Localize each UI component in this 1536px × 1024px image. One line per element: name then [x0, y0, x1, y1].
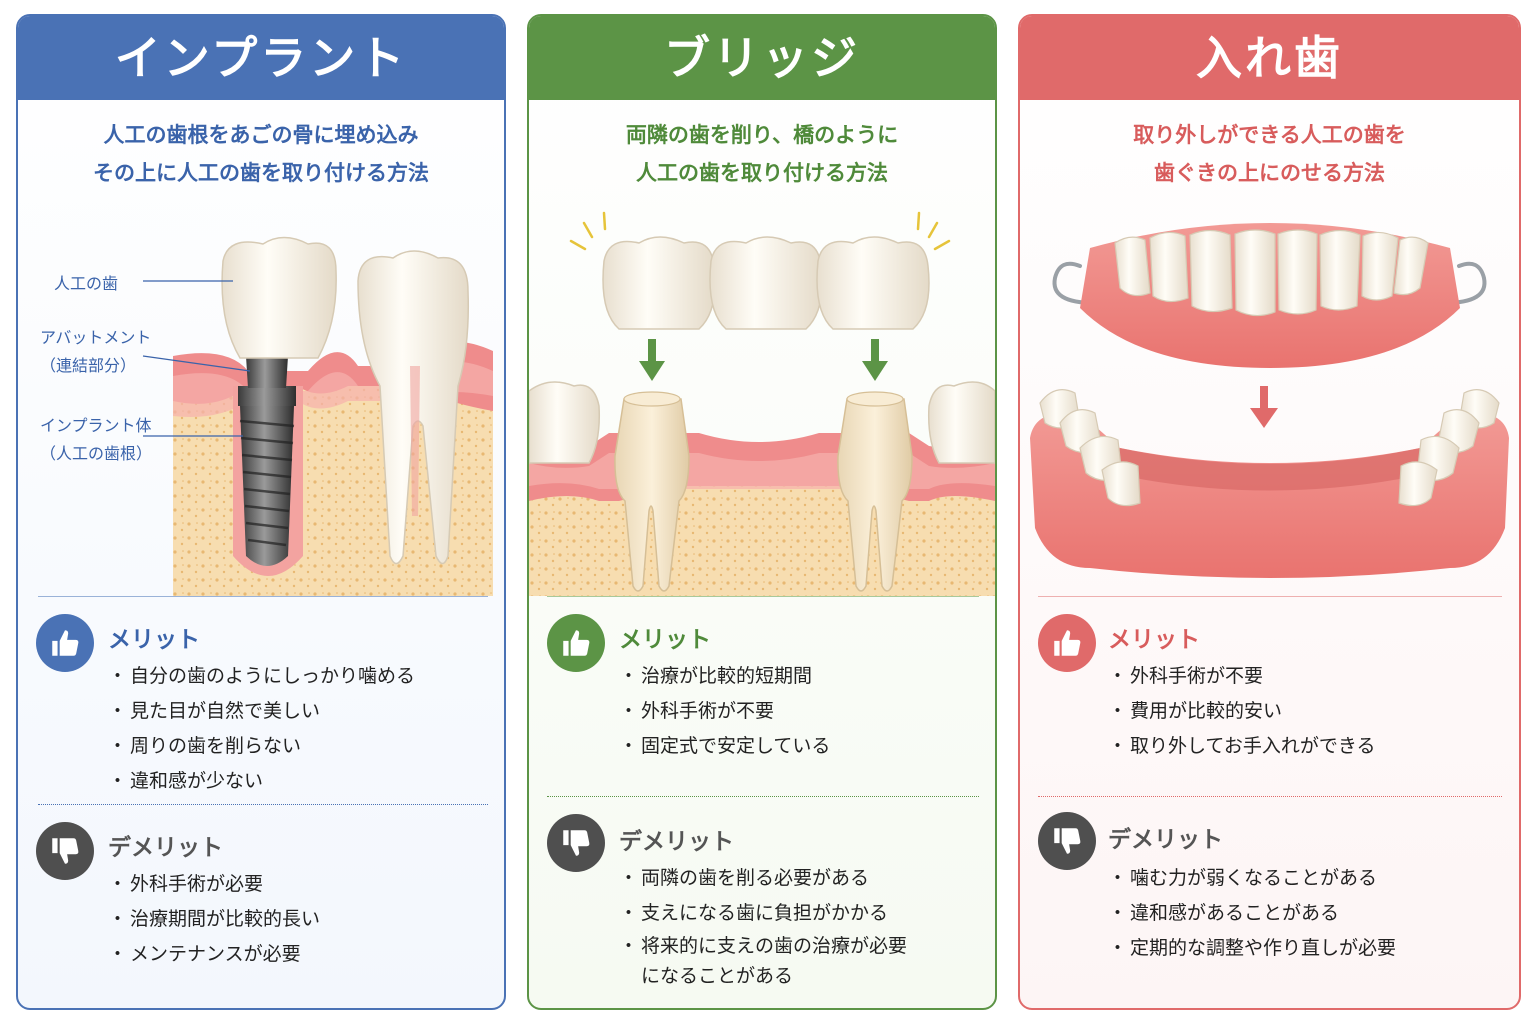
list-item: 治療期間が比較的長い	[108, 902, 320, 937]
implant-merit-title: メリット	[108, 627, 200, 653]
bridge-demerit-list: 両隣の歯を削る必要がある 支えになる歯に負担がかかる 将来的に支えの歯の治療が必…	[619, 861, 919, 991]
bridge-title: ブリッジ	[529, 16, 995, 100]
label-abutment-sub: （連結部分）	[40, 356, 137, 375]
list-item: 固定式で安定している	[619, 729, 830, 764]
list-item: 将来的に支えの歯の治療が必要になることがある	[619, 931, 919, 991]
bridge-dotted-separator	[547, 796, 979, 797]
list-item: 外科手術が必要	[108, 867, 320, 902]
bridge-description-line-1: 両隣の歯を削り、橋のように	[625, 123, 899, 147]
implant-demerit-list: 外科手術が必要 治療期間が比較的長い メンテナンスが必要	[108, 867, 320, 972]
implant-description-line-1: 人工の歯根をあごの骨に埋め込み	[103, 123, 419, 147]
implant-illustration	[142, 236, 493, 596]
list-item: 両隣の歯を削る必要がある	[619, 861, 919, 896]
denture-illustration	[1030, 223, 1509, 578]
thumbs-up-icon	[1038, 614, 1096, 672]
list-item: 外科手術が不要	[619, 694, 830, 729]
implant-description: 人工の歯根をあごの骨に埋め込み その上に人工の歯を取り付ける方法	[18, 116, 504, 192]
list-item: メンテナンスが必要	[108, 937, 320, 972]
list-item: 外科手術が不要	[1108, 659, 1375, 694]
implant-title: インプラント	[18, 16, 504, 100]
list-item: 定期的な調整や作り直しが必要	[1108, 931, 1396, 966]
list-item: 噛む力が弱くなることがある	[1108, 861, 1396, 896]
bridge-merit-list: 治療が比較的短期間 外科手術が不要 固定式で安定している	[619, 659, 830, 764]
list-item: 見た目が自然で美しい	[108, 694, 415, 729]
label-fixture: インプラント体	[40, 416, 152, 435]
bridge-merit-title: メリット	[619, 627, 711, 653]
denture-description-line-1: 取り外しができる人工の歯を	[1133, 123, 1406, 147]
bridge-illustration	[529, 211, 995, 596]
denture-description-line-2: 歯ぐきの上にのせる方法	[1154, 161, 1385, 185]
list-item: 支えになる歯に負担がかかる	[619, 896, 919, 931]
denture-dotted-separator	[1038, 796, 1502, 797]
list-item: 取り外してお手入れができる	[1108, 729, 1375, 764]
implant-card: インプラント 人工の歯根をあごの骨に埋め込み その上に人工の歯を取り付ける方法	[16, 14, 506, 1010]
denture-description: 取り外しができる人工の歯を 歯ぐきの上にのせる方法	[1020, 116, 1519, 192]
thumbs-up-icon	[547, 614, 605, 672]
thumbs-down-icon	[547, 814, 605, 872]
denture-separator	[1038, 596, 1502, 597]
list-item: 違和感が少ない	[108, 764, 415, 799]
implant-separator	[38, 596, 488, 597]
thumbs-down-icon	[36, 822, 94, 880]
list-item: 自分の歯のようにしっかり噛める	[108, 659, 415, 694]
label-fixture-sub: （人工の歯根）	[40, 444, 153, 463]
list-item: 違和感があることがある	[1108, 896, 1396, 931]
list-item: 周りの歯を削らない	[108, 729, 415, 764]
bridge-description-line-2: 人工の歯を取り付ける方法	[636, 161, 888, 185]
thumbs-down-icon	[1038, 812, 1096, 870]
denture-demerit-title: デメリット	[1108, 827, 1223, 853]
bridge-card: ブリッジ 両隣の歯を削り、橋のように 人工の歯を取り付ける方法	[527, 14, 997, 1010]
thumbs-up-icon	[36, 614, 94, 672]
list-item: 治療が比較的短期間	[619, 659, 830, 694]
implant-dotted-separator	[38, 804, 488, 805]
implant-demerit-title: デメリット	[108, 835, 223, 861]
bridge-demerit-title: デメリット	[619, 829, 734, 855]
denture-demerit-list: 噛む力が弱くなることがある 違和感があることがある 定期的な調整や作り直しが必要	[1108, 861, 1396, 966]
denture-card: 入れ歯 取り外しができる人工の歯を 歯ぐきの上にのせる方法	[1018, 14, 1521, 1010]
bridge-description: 両隣の歯を削り、橋のように 人工の歯を取り付ける方法	[529, 116, 995, 192]
denture-merit-list: 外科手術が不要 費用が比較的安い 取り外してお手入れができる	[1108, 659, 1375, 764]
label-abutment: アバットメント	[40, 328, 152, 347]
label-artificial-tooth: 人工の歯	[54, 274, 119, 293]
implant-merit-list: 自分の歯のようにしっかり噛める 見た目が自然で美しい 周りの歯を削らない 違和感…	[108, 659, 415, 799]
denture-title: 入れ歯	[1020, 16, 1519, 100]
list-item: 費用が比較的安い	[1108, 694, 1375, 729]
denture-merit-title: メリット	[1108, 627, 1200, 653]
implant-description-line-2: その上に人工の歯を取り付ける方法	[93, 161, 429, 185]
bridge-separator	[547, 596, 979, 597]
